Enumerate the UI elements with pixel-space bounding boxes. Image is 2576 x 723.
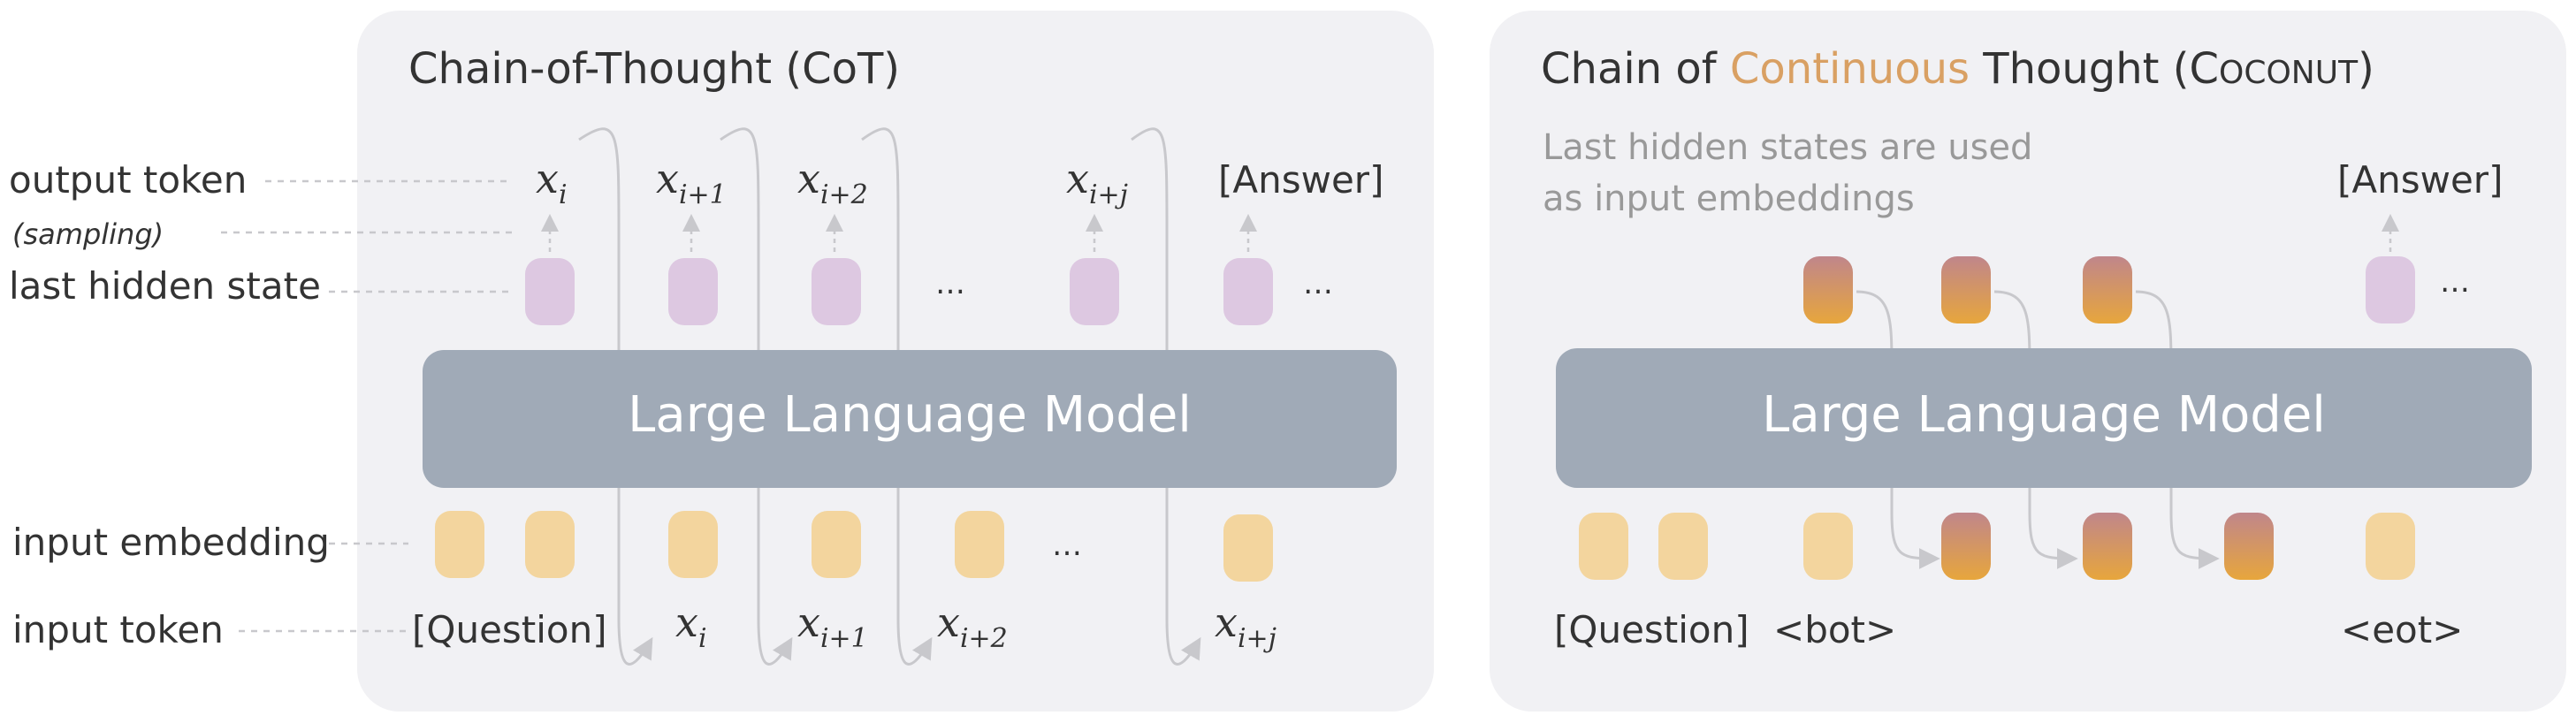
cot-output-answer: [Answer] [1218, 158, 1383, 202]
cot-input-embedding [1223, 514, 1273, 582]
cot-title: Chain-of-Thought (CoT) [408, 44, 900, 94]
cot-loop-3 [861, 127, 933, 666]
cot-hidden-state [668, 258, 718, 325]
cot-loop-4 [1131, 127, 1201, 666]
coconut-llm-box [1556, 348, 2532, 488]
cot-hidden-state [812, 258, 861, 325]
cot-output-xij: xi+j [1066, 155, 1128, 210]
coconut-continuous-thought [1803, 256, 1853, 323]
coconut-title: Chain of Continuous Thought (COCONUT) [1541, 44, 2374, 94]
cot-loop-2 [720, 127, 793, 666]
coconut-continuous-input [2083, 513, 2132, 580]
coconut-input-embedding [1579, 513, 1628, 580]
cot-hidden-state [1070, 258, 1119, 325]
cot-loop-1 [578, 127, 653, 666]
coconut-input-embedding [2366, 513, 2415, 580]
coconut-output-answer: [Answer] [2337, 158, 2503, 202]
cot-hidden-ellipsis-1: … [935, 266, 965, 301]
coconut-hidden-ellipsis: … [2440, 264, 2470, 300]
cot-input-xi1: xi+1 [797, 598, 868, 654]
cot-input-embedding [435, 511, 484, 578]
label-input-token: input token [12, 608, 224, 651]
label-sampling: (sampling) [12, 217, 164, 251]
coconut-note-line2: as input embeddings [1543, 179, 1915, 219]
coconut-input-bot: <bot> [1773, 608, 1896, 651]
coconut-llm-label: Large Language Model [1762, 386, 2326, 444]
cot-llm-box [423, 350, 1397, 488]
coconut-hidden-state [2366, 256, 2415, 323]
coconut-note-line1: Last hidden states are used [1543, 127, 2032, 168]
cot-hidden-ellipsis-2: … [1303, 266, 1333, 301]
cot-input-embedding [525, 511, 575, 578]
coconut-input-embedding [1658, 513, 1708, 580]
coconut-input-eot: <eot> [2341, 608, 2463, 651]
label-last-hidden-state: last hidden state [9, 264, 321, 308]
cot-input-embedding [812, 511, 861, 578]
coconut-continuous-input [2224, 513, 2274, 580]
cot-hidden-state [1223, 258, 1273, 325]
coconut-continuous-input [1941, 513, 1991, 580]
cot-output-xi2: xi+2 [797, 155, 868, 210]
cot-input-question: [Question] [412, 608, 607, 651]
coconut-continuous-thought [1941, 256, 1991, 323]
cot-llm-label: Large Language Model [628, 386, 1192, 444]
cot-input-embedding [955, 511, 1004, 578]
cot-input-xi2: xi+2 [937, 598, 1008, 654]
cot-input-embedding [668, 511, 718, 578]
cot-output-xi1: xi+1 [656, 155, 727, 210]
cot-embedding-ellipsis: … [1052, 528, 1082, 563]
cot-input-xij: xi+j [1215, 598, 1277, 654]
coconut-input-question: [Question] [1554, 608, 1749, 651]
coconut-continuous-thought [2083, 256, 2132, 323]
coconut-input-embedding [1803, 513, 1853, 580]
cot-input-xi: xi [675, 598, 707, 654]
label-output-token: output token [9, 158, 247, 202]
cot-hidden-state [525, 258, 575, 325]
cot-output-xi: xi [536, 155, 568, 210]
label-input-embedding: input embedding [12, 521, 330, 564]
